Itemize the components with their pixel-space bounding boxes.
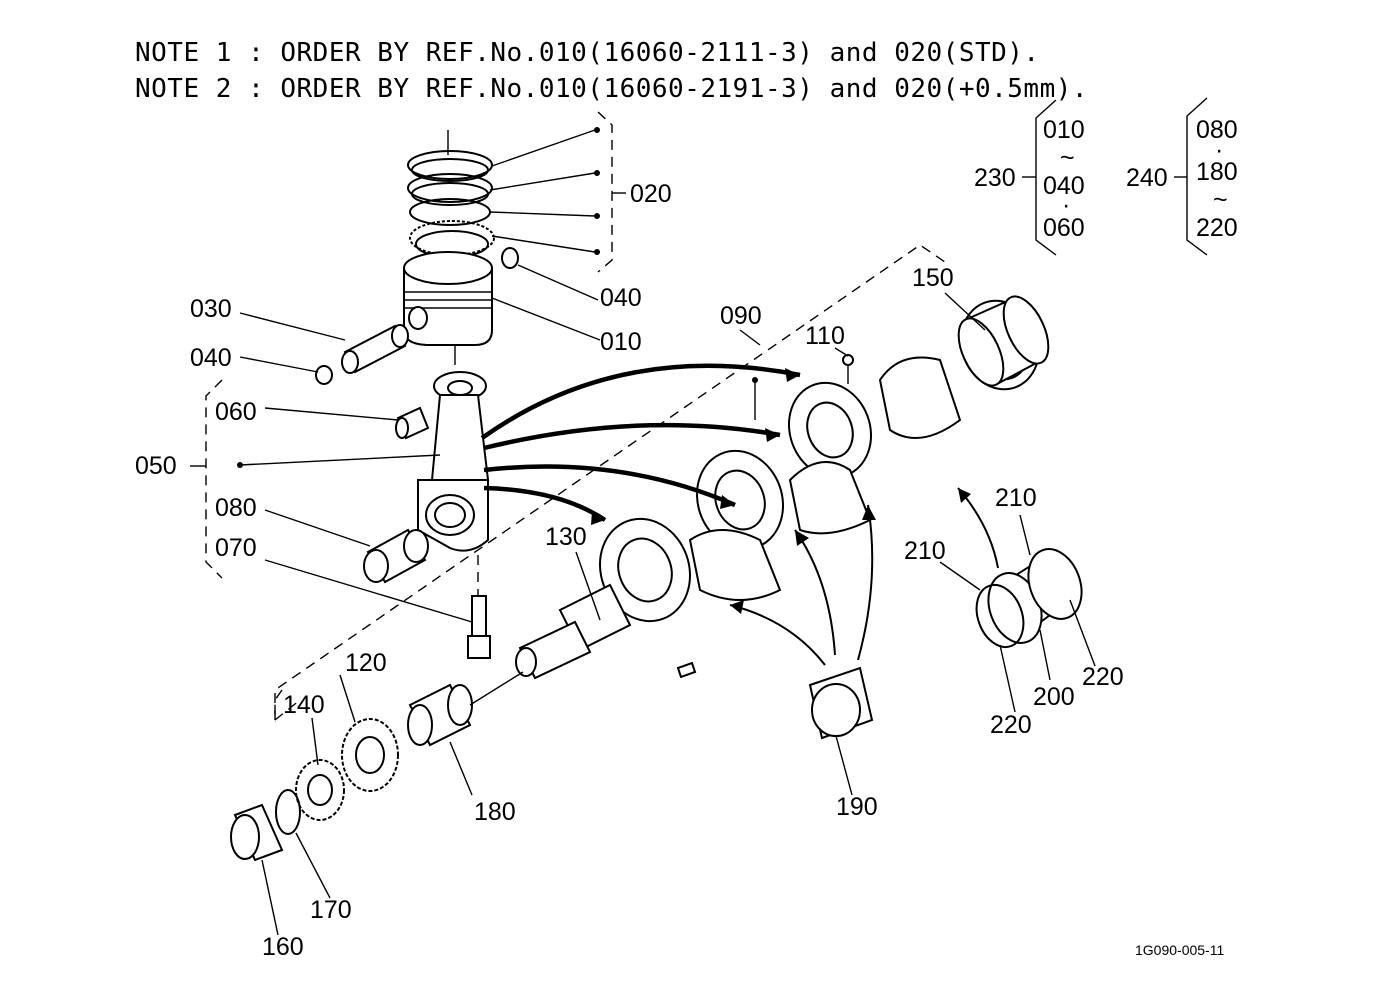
group-240-item-2: · — [1215, 136, 1223, 164]
group-240-item-5: 220 — [1196, 214, 1238, 242]
gear — [295, 759, 345, 821]
crankshaft-bearing-3 — [808, 666, 874, 740]
bracket-020 — [597, 111, 626, 273]
collar — [230, 803, 284, 862]
label-210-top: 210 — [995, 484, 1037, 512]
label-120: 120 — [345, 649, 387, 677]
label-160: 160 — [262, 933, 304, 961]
label-050: 050 — [135, 452, 177, 480]
leader-lines — [239, 129, 1096, 936]
crank-pin-bearing — [363, 528, 429, 584]
piston-rings — [407, 130, 495, 258]
label-150: 150 — [912, 264, 954, 292]
o-ring — [275, 789, 301, 835]
crank-gear — [341, 718, 399, 792]
label-080: 080 — [215, 494, 257, 522]
group-240-item-3: 180 — [1196, 158, 1238, 186]
group-240-item-1: 080 — [1196, 116, 1238, 144]
label-140: 140 — [283, 691, 325, 719]
label-210-left: 210 — [904, 537, 946, 565]
group-230-item-2: ~ — [1060, 144, 1075, 172]
piston-pin — [341, 324, 409, 374]
bracket-140 — [274, 689, 283, 722]
group-230-item-1: 010 — [1043, 116, 1085, 144]
bracket-050 — [190, 379, 223, 579]
label-040-right: 040 — [600, 284, 642, 312]
connecting-rod — [417, 371, 490, 552]
piston — [403, 251, 493, 365]
label-190: 190 — [836, 793, 878, 821]
note-1: NOTE 1 : ORDER BY REF.No.010(16060-2111-… — [135, 38, 1040, 68]
label-070: 070 — [215, 534, 257, 562]
note-2: NOTE 2 : ORDER BY REF.No.010(16060-2191-… — [135, 74, 1089, 104]
crankshaft-group-outline — [274, 244, 946, 721]
group-230-item-3: 040 — [1043, 172, 1085, 200]
group-240-item-4: ~ — [1213, 186, 1228, 214]
label-020: 020 — [630, 180, 672, 208]
label-180: 180 — [474, 798, 516, 826]
assembly-arrows — [480, 363, 999, 666]
main-bearing-case — [975, 548, 1083, 648]
plug — [842, 354, 854, 366]
leader-dots — [237, 127, 758, 468]
label-220-bottom: 220 — [990, 711, 1032, 739]
bracket-240 — [1174, 97, 1208, 256]
label-170: 170 — [310, 896, 352, 924]
small-end-bushing — [395, 406, 430, 440]
crankshaft-bearing-1 — [957, 295, 1050, 387]
label-220-right: 220 — [1082, 663, 1124, 691]
group-230-item-5: 060 — [1043, 214, 1085, 242]
label-130: 130 — [545, 523, 587, 551]
snap-ring-right — [501, 247, 519, 269]
label-110: 110 — [805, 322, 845, 350]
group-230-item-4: · — [1062, 191, 1070, 219]
connecting-rod-screw — [467, 555, 491, 659]
label-040-left: 040 — [190, 344, 232, 372]
snap-ring-left — [315, 365, 333, 385]
label-060: 060 — [215, 398, 257, 426]
bracket-230 — [1022, 99, 1057, 256]
document-id: 1G090-005-11 — [1135, 942, 1224, 958]
label-010: 010 — [600, 328, 642, 356]
label-090: 090 — [720, 302, 762, 330]
label-030: 030 — [190, 295, 232, 323]
label-240: 240 — [1126, 164, 1168, 192]
label-230: 230 — [974, 164, 1016, 192]
crankshaft-bearing-2 — [407, 683, 473, 747]
label-200: 200 — [1033, 683, 1075, 711]
